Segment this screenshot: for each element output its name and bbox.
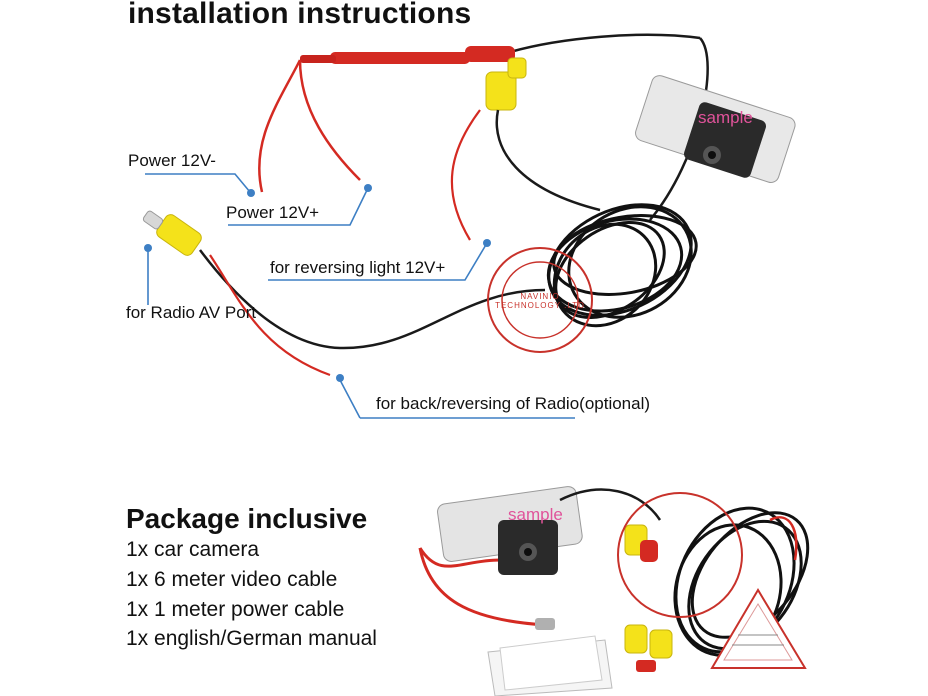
company-stamp [487,247,593,353]
diagram-title: installation instructions [128,0,472,30]
label-power-positive: Power 12V+ [226,203,320,222]
rca-yellow-left [142,210,202,256]
label-back-reversing: for back/reversing of Radio(optional) [376,394,651,413]
rca-yellow-top [450,57,601,241]
pointer-dots [144,184,491,382]
package-image [418,486,810,696]
watermark-sample-bottom: sample [508,505,563,524]
package-title: Package inclusive [126,503,368,534]
power-cable [258,33,701,193]
package-item-video-cable: 1x 6 meter video cable [126,568,338,591]
package-item-manual: 1x english/German manual [126,627,377,650]
coil-top [546,203,698,328]
back-wire [209,254,331,377]
pointer-lines [145,173,575,419]
camera-top [635,75,796,183]
label-reversing-light: for reversing light 12V+ [270,258,446,277]
label-radio-av-port: for Radio AV Port [126,303,257,322]
package-item-camera: 1x car camera [126,538,260,561]
video-cable [199,249,546,350]
label-power-negative: Power 12V- [128,151,216,170]
package-item-power-cable: 1x 1 meter power cable [126,598,345,621]
stamp-text: NAVINIO TECHNOLOGY .LTD [495,292,585,310]
watermark-sample-top: sample [698,108,753,127]
